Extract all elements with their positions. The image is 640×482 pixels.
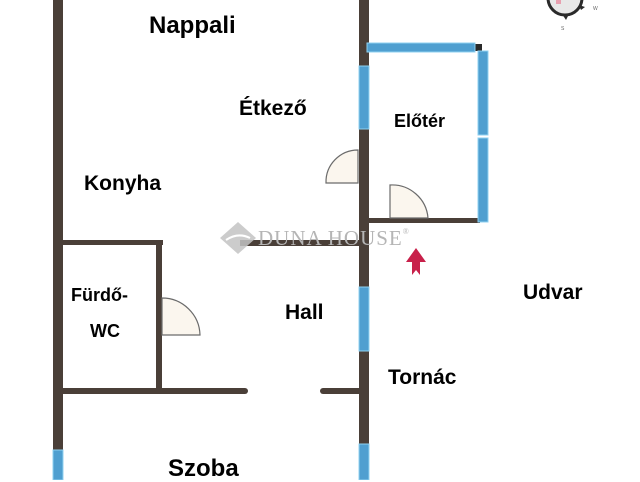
room-label-konyha: Konyha <box>84 172 162 195</box>
watermark-registered: ® <box>402 227 410 236</box>
watermark-brand: DUNA HOUSE <box>258 226 403 250</box>
compass-icon: W S <box>546 0 598 32</box>
window-central-hall <box>358 286 370 352</box>
door-bathroom <box>161 297 201 336</box>
wall-bath-bottom-left <box>60 388 248 394</box>
svg-text:S: S <box>561 26 565 32</box>
room-label-nappali: Nappali <box>149 12 236 39</box>
door-etkezo <box>325 149 359 184</box>
window-eloter-top <box>366 42 476 53</box>
room-label-eloter: Előtér <box>394 111 446 131</box>
watermark-logo-icon <box>220 222 256 254</box>
wall-hall-top <box>240 240 362 246</box>
window-eloter-right-2 <box>477 137 489 223</box>
room-label-furdo: Fürdő- <box>71 285 128 305</box>
windows <box>52 42 489 480</box>
window-central-bottom <box>358 443 370 480</box>
wall-bath-top <box>60 240 163 245</box>
room-label-wc: WC <box>90 321 120 341</box>
window-eloter-right-1 <box>477 50 489 136</box>
door-eloter <box>389 184 429 219</box>
wall-bath-right <box>156 240 162 392</box>
window-left-bottom <box>52 449 64 480</box>
wall-eloter-bottom <box>366 218 480 223</box>
window-central-top <box>358 65 370 130</box>
svg-text:W: W <box>593 6 598 12</box>
room-label-hall: Hall <box>285 301 324 324</box>
walls <box>53 0 482 480</box>
room-label-szoba: Szoba <box>168 455 239 482</box>
wall-left <box>53 0 63 455</box>
room-label-tornac: Tornác <box>388 366 457 389</box>
wall-bath-bottom-right <box>320 388 364 394</box>
wall-central <box>359 0 369 480</box>
room-label-udvar: Udvar <box>523 281 583 304</box>
room-label-etkezo: Étkező <box>239 97 307 120</box>
watermark-text: DUNA HOUSE® <box>258 228 410 249</box>
doors <box>161 149 429 336</box>
up-arrow-icon <box>406 248 426 275</box>
